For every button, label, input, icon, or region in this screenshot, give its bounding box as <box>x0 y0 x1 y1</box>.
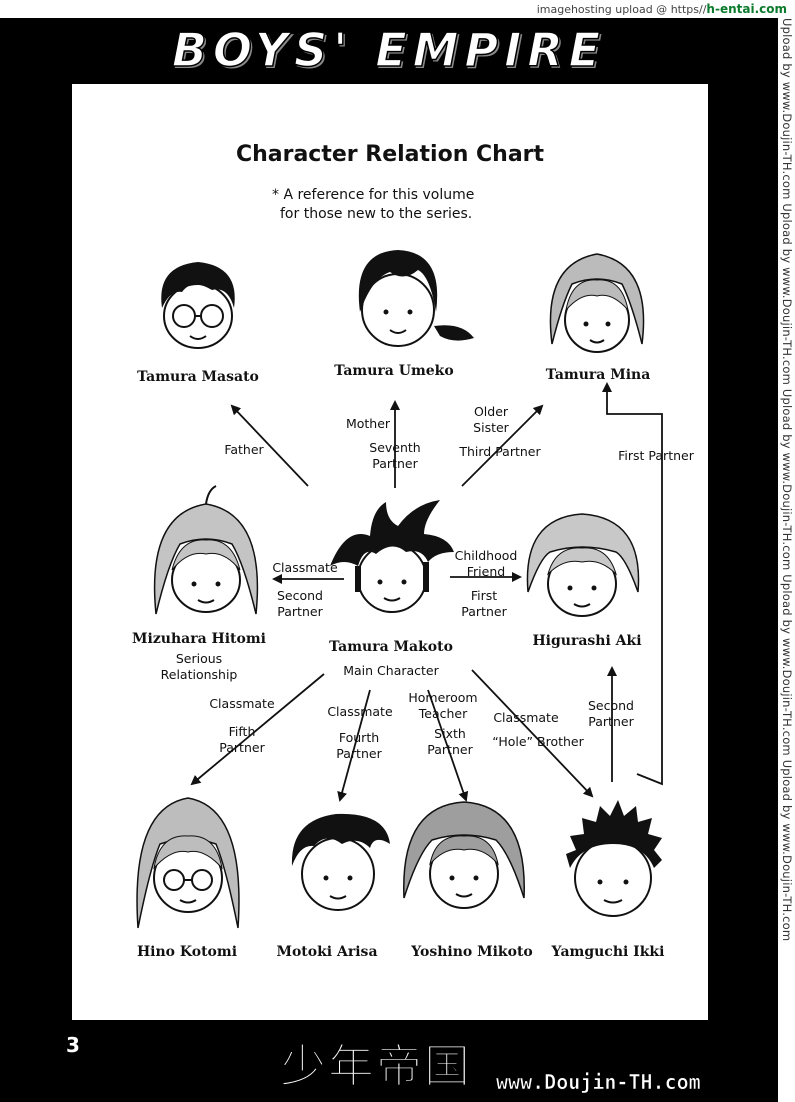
arrow-older-sister <box>461 404 544 487</box>
makoto-role: Main Character <box>343 663 439 678</box>
label-classmate-kotomi: Classmate <box>209 696 275 711</box>
label-sixth-line2: Partner <box>427 742 473 757</box>
label-childhood-line1: Childhood <box>454 548 518 563</box>
label-fifth-line2: Partner <box>219 740 265 755</box>
name-umeko: Tamura Umeko <box>334 363 454 379</box>
label-second-line2: Partner <box>277 604 323 619</box>
hosting-strip: imagehosting upload @ https//h-entai.com <box>0 0 795 18</box>
label-mother: Mother <box>345 416 391 431</box>
masato-face-icon <box>161 262 235 349</box>
name-arisa: Motoki Arisa <box>276 944 378 960</box>
label-homeroom-line1: Homeroom <box>408 690 478 705</box>
label-second-ikki-line2: Partner <box>588 714 634 729</box>
name-makoto: Tamura Makoto <box>329 639 453 655</box>
relation-arrows <box>190 382 663 802</box>
hosting-https: https// <box>670 3 707 16</box>
arrow-father <box>230 404 309 487</box>
makoto-face-icon <box>330 500 454 613</box>
name-mina: Tamura Mina <box>545 367 651 383</box>
label-seventh-line2: Partner <box>372 456 418 471</box>
ikki-face-icon <box>566 800 662 917</box>
name-aki: Higurashi Aki <box>532 633 642 649</box>
label-classmate-arisa: Classmate <box>327 704 393 719</box>
label-older-line2: Sister <box>473 420 509 435</box>
hitomi-relation-line2: Relationship <box>160 667 238 682</box>
chart-note: * A reference for this volume for those … <box>272 186 572 224</box>
label-sixth-line1: Sixth <box>434 726 466 741</box>
hosting-link[interactable]: h-entai.com <box>706 2 787 16</box>
page-number: 3 <box>66 1033 80 1057</box>
bottom-logo: 少年帝国 <box>280 1039 472 1094</box>
arrow-arisa <box>337 689 371 802</box>
label-childhood-line2: Friend <box>466 564 506 579</box>
mikoto-face-icon <box>403 801 525 909</box>
side-watermark-strip: Upload by www.Doujin-TH.com Upload by ww… <box>778 18 795 1102</box>
label-classmate-hitomi: Classmate <box>272 560 338 575</box>
name-kotomi: Hino Kotomi <box>136 944 238 960</box>
umeko-face-icon <box>358 250 474 347</box>
arrow-ikki-to-mina <box>602 382 663 786</box>
name-mikoto: Yoshino Mikoto <box>411 944 533 960</box>
name-hitomi: Mizuhara Hitomi <box>132 631 266 647</box>
label-second-ikki-line1: Second <box>587 698 634 713</box>
label-homeroom-line2: Teacher <box>418 706 468 721</box>
label-hole-brother: “Hole” Brother <box>492 734 584 749</box>
arrow-ikki <box>471 669 594 798</box>
label-second-line1: Second <box>276 588 323 603</box>
label-fifth-line1: Fifth <box>228 724 256 739</box>
label-fourth-line1: Fourth <box>338 730 380 745</box>
label-first-partner-mina: First Partner <box>618 448 694 463</box>
arrow-kotomi <box>190 673 325 786</box>
relation-chart-panel: Character Relation Chart * A reference f… <box>72 84 708 1020</box>
label-fourth-line2: Partner <box>336 746 382 761</box>
mina-face-icon <box>549 253 645 353</box>
hitomi-relation-line1: Serious <box>175 651 223 666</box>
name-ikki: Yamguchi Ikki <box>551 944 665 960</box>
label-third-partner: Third Partner <box>459 444 541 459</box>
label-older-line1: Older <box>473 404 509 419</box>
hosting-prefix: imagehosting upload @ <box>536 3 671 16</box>
label-seventh-line1: Seventh <box>369 440 421 455</box>
label-first-line1: First <box>470 588 498 603</box>
name-masato: Tamura Masato <box>137 369 259 385</box>
chart-note-line2: for those new to the series. <box>280 206 473 222</box>
label-first-line2: Partner <box>461 604 507 619</box>
chart-note-line1: * A reference for this volume <box>272 187 475 203</box>
bottom-watermark: www.Doujin-TH.com <box>496 1070 701 1095</box>
aki-face-icon <box>526 513 640 617</box>
label-father: Father <box>224 442 264 457</box>
hitomi-face-icon <box>153 485 259 615</box>
arrow-mikoto <box>427 689 469 802</box>
chart-title: Character Relation Chart <box>235 142 545 167</box>
label-classmate-ikki: Classmate <box>493 710 559 725</box>
banner-title: BOYS' EMPIRE <box>171 22 607 78</box>
side-watermark: Upload by www.Doujin-TH.com Upload by ww… <box>780 18 794 942</box>
kotomi-face-icon <box>136 797 240 929</box>
arisa-face-icon <box>291 813 390 911</box>
